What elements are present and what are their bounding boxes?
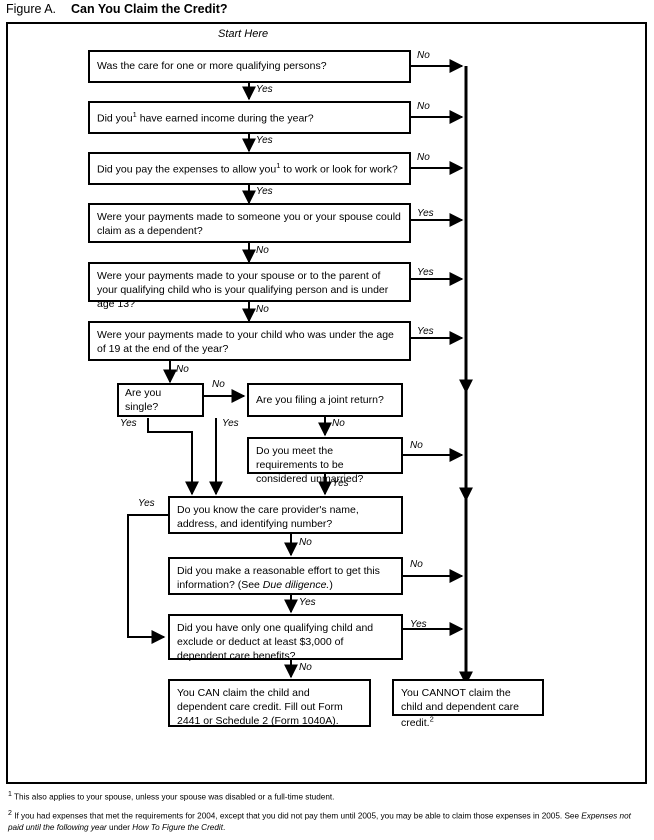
edge-label-q7-no: No: [212, 379, 225, 390]
footnote-2-emphasis-2: How To Figure the Credit: [132, 823, 223, 833]
node-outcome-can[interactable]: You CAN claim the child and dependent ca…: [168, 679, 371, 727]
footnote-1-marker: 1: [8, 791, 12, 798]
edge-label-q3-yes: Yes: [256, 186, 273, 197]
node-q12-text: Did you have only one qualifying child a…: [177, 622, 374, 663]
node-outcome-can-text: You CAN claim the child and dependent ca…: [177, 687, 343, 728]
node-q5[interactable]: Were your payments made to your spouse o…: [88, 262, 411, 310]
figure-title-text: Can You Claim the Credit?: [71, 2, 228, 16]
footnote-1: 1 This also applies to your spouse, unle…: [8, 790, 648, 804]
edge-label-q1-yes: Yes: [256, 84, 273, 95]
edge-label-q9-no: No: [410, 440, 423, 451]
edge-label-q4-yes: Yes: [417, 208, 434, 219]
node-q11[interactable]: Did you make a reasonable effort to get …: [168, 557, 403, 595]
page-title: Figure A. Can You Claim the Credit?: [6, 2, 228, 16]
edge-label-q12-no: No: [299, 662, 312, 673]
node-q3[interactable]: Did you pay the expenses to allow you1 t…: [88, 152, 411, 185]
footnote-2-emphasis-1: Expenses not paid until the following ye…: [8, 811, 631, 833]
footnote-2-text-end: .: [223, 823, 226, 833]
footnote-ref-1: 1: [276, 160, 281, 170]
edge-label-q4-no: No: [256, 245, 269, 256]
node-q10-text: Do you know the care provider's name, ad…: [177, 504, 359, 531]
edge-label-q10-no: No: [299, 537, 312, 548]
node-q10[interactable]: Do you know the care provider's name, ad…: [168, 496, 403, 534]
footnote-ref-2: 2: [429, 714, 434, 724]
edge-label-q5-no: No: [256, 304, 269, 315]
node-q11-text-a: Did you make a reasonable effort to get …: [177, 565, 380, 592]
node-q6-text: Were your payments made to your child wh…: [97, 329, 394, 356]
node-q8-text: Are you filing a joint return?: [256, 393, 384, 406]
edge-label-q11-no: No: [410, 559, 423, 570]
edge-label-q1-no: No: [417, 50, 430, 61]
edge-label-q7-yes: Yes: [120, 418, 137, 429]
footnote-2-marker: 2: [8, 809, 12, 817]
footnote-ref-1: 1: [132, 109, 137, 119]
edge-label-q8-no: No: [332, 418, 345, 429]
edge-label-q11-yes: Yes: [299, 597, 316, 608]
node-q6[interactable]: Were your payments made to your child wh…: [88, 321, 411, 361]
footnote-2-text-mid: under: [106, 823, 133, 833]
node-q7[interactable]: Are you single?: [117, 383, 204, 417]
node-q11-text-b: ): [329, 579, 333, 592]
footnote-2: 2 If you had expenses that met the requi…: [8, 809, 648, 835]
node-outcome-cannot[interactable]: You CANNOT claim the child and dependent…: [392, 679, 544, 729]
edge-label-q12-yes: Yes: [410, 619, 427, 630]
node-q9[interactable]: Do you meet the requirements to be consi…: [247, 437, 403, 485]
edge-label-q9-yes: Yes: [332, 478, 349, 489]
node-q4[interactable]: Were your payments made to someone you o…: [88, 203, 411, 243]
node-q2-text-b: have earned income during the year?: [136, 112, 314, 125]
edge-label-q5-yes: Yes: [417, 267, 434, 278]
start-here-label: Start Here: [218, 28, 269, 40]
node-q11-emphasis: Due diligence.: [262, 579, 330, 592]
node-q5-text: Were your payments made to your spouse o…: [97, 270, 389, 311]
node-q12[interactable]: Did you have only one qualifying child a…: [168, 614, 403, 663]
figure-label: Figure A.: [6, 2, 57, 16]
node-q8[interactable]: Are you filing a joint return?: [247, 383, 403, 417]
node-q2-text-a: Did you: [97, 112, 133, 125]
node-q9-text: Do you meet the requirements to be consi…: [256, 445, 364, 486]
node-q2[interactable]: Did you1 have earned income during the y…: [88, 101, 411, 134]
node-q11-text: Did you make a reasonable effort to get …: [177, 565, 380, 591]
node-q1[interactable]: Was the care for one or more qualifying …: [88, 50, 411, 83]
node-q4-text: Were your payments made to someone you o…: [97, 211, 401, 238]
edge-label-q2-yes: Yes: [256, 135, 273, 146]
edge-label-q6-no: No: [176, 364, 189, 375]
node-q3-text-b: to work or look for work?: [280, 163, 398, 176]
edge-label-q3-no: No: [417, 152, 430, 163]
node-q3-text-a: Did you pay the expenses to allow you: [97, 163, 277, 176]
node-q2-text: Did you1 have earned income during the y…: [97, 110, 314, 126]
node-outcome-cannot-text: You CANNOT claim the child and dependent…: [401, 687, 519, 729]
footnotes: 1 This also applies to your spouse, unle…: [8, 790, 648, 839]
edge-label-q6-yes: Yes: [417, 326, 434, 337]
edge-label-q10-yes: Yes: [138, 498, 155, 509]
footnote-2-text-a: If you had expenses that met the require…: [14, 811, 582, 821]
footnote-1-text: This also applies to your spouse, unless…: [14, 792, 335, 802]
node-q1-text: Was the care for one or more qualifying …: [97, 60, 327, 73]
edge-label-q8-yes: Yes: [222, 418, 239, 429]
node-outcome-cannot-text-a: You CANNOT claim the child and dependent…: [401, 687, 519, 729]
edge-label-q2-no: No: [417, 101, 430, 112]
node-q3-text: Did you pay the expenses to allow you1 t…: [97, 161, 398, 177]
node-q7-text: Are you single?: [125, 386, 162, 413]
